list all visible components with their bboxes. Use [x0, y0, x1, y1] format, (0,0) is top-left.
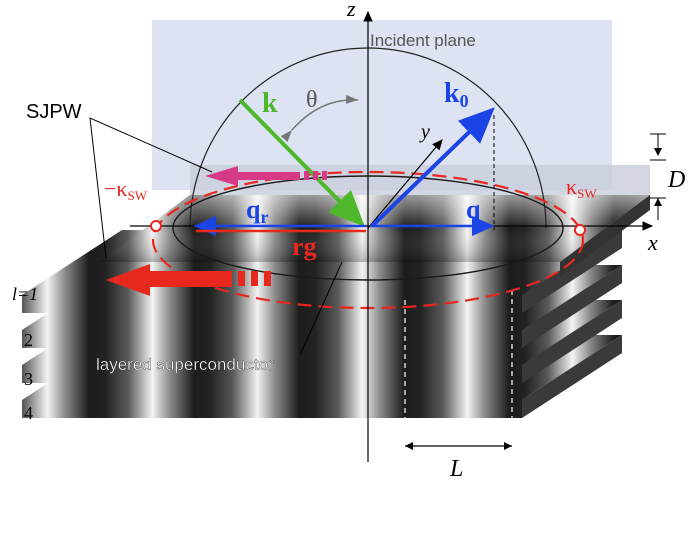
k0-label: k0 — [444, 78, 469, 111]
neg-kappa-point — [150, 220, 162, 232]
layer-slab-top — [100, 165, 650, 277]
l-dimension — [405, 442, 512, 450]
incident-plane-label: Incident plane — [370, 31, 476, 50]
layered-superconductor-label: layered superconductor — [96, 355, 274, 374]
sjpw-label: SJPW — [26, 101, 82, 123]
theta-label: θ — [306, 87, 318, 113]
d-label: D — [667, 167, 685, 193]
d-dimension — [650, 133, 666, 220]
kappa-label: κSW — [566, 174, 597, 201]
layer-2-label: 2 — [24, 330, 33, 350]
layered-pointer — [299, 261, 343, 356]
sjpw-arrow-front — [106, 264, 271, 296]
k-vector — [238, 98, 365, 227]
k0-vector — [370, 107, 495, 228]
y-axis — [367, 139, 443, 229]
y-axis-label: y — [419, 121, 430, 143]
rg-label: rg — [292, 232, 317, 261]
sjpw-arrow-back — [205, 166, 327, 186]
neg-kappa-label: −κSW — [104, 176, 148, 203]
l-label: L — [449, 456, 463, 482]
layer-1-label: l=1 — [12, 284, 38, 304]
qr-label: qr — [246, 195, 268, 227]
kappa-point — [574, 224, 586, 236]
layer-3-label: 3 — [24, 369, 33, 389]
q-label: q — [466, 195, 481, 224]
z-axis-label: z — [346, 0, 356, 21]
sjpw-pointer — [89, 117, 213, 259]
theta-arc — [280, 94, 359, 142]
x-axis-label: x — [647, 230, 658, 255]
k-label: k — [262, 88, 278, 119]
layer-4-label: 4 — [24, 403, 33, 423]
